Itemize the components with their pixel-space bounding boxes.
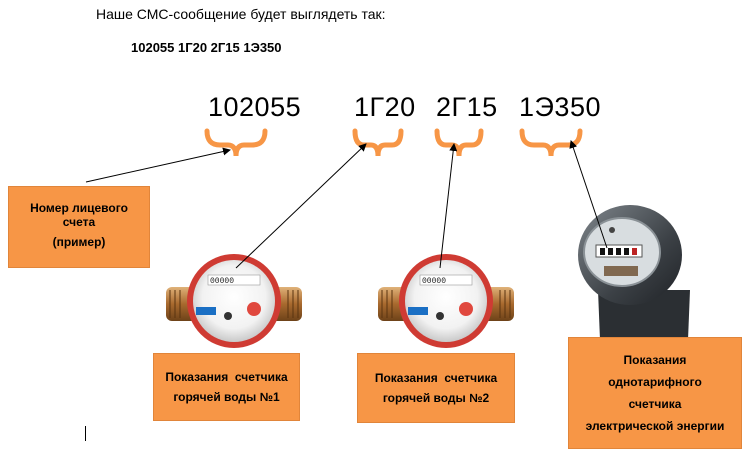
intro-text: Наше СМС-сообщение будет выглядеть так:: [96, 6, 386, 22]
code-hot-water-2: 2Г15: [436, 92, 498, 122]
label-account-example: (пример): [52, 235, 106, 249]
label-hot-water-1: Показания счетчика горячей воды №1: [153, 353, 300, 421]
code-hot-water-1: 1Г20: [354, 92, 416, 122]
brace-icon-hot-water-1: [352, 128, 404, 157]
brace-icon-electricity: [519, 128, 583, 157]
text-cursor: [85, 426, 86, 441]
sms-example: 102055 1Г20 2Г15 1Э350: [131, 40, 282, 55]
code-account: 102055: [208, 92, 302, 122]
arrow-icon-account: [85, 147, 231, 183]
brace-icon-account: [204, 128, 268, 157]
svg-text:00000: 00000: [210, 277, 234, 286]
code-electricity: 1Э350: [519, 92, 601, 122]
label-hot1-line2: горячей воды №1: [173, 390, 280, 404]
arrow-icon-hot-water-1: [235, 143, 367, 269]
label-hot-water-2: Показания счетчика горячей воды №2: [357, 353, 515, 423]
label-elec-line1: Показания: [623, 353, 687, 367]
label-account-number: Номер лицевого счета (пример): [8, 186, 150, 268]
label-elec-line2: однотарифного: [608, 375, 702, 389]
electric-meter-icon: [578, 205, 690, 340]
label-elec-line3: счетчика: [628, 397, 682, 411]
arrow-icon-hot-water-2: [439, 143, 458, 269]
arrow-icon-electricity: [569, 140, 608, 249]
water-meter-icon-1: 00000: [166, 254, 302, 348]
label-electricity: Показания однотарифного счетчика электри…: [568, 337, 742, 449]
svg-text:00000: 00000: [422, 277, 446, 286]
label-account-title: Номер лицевого счета: [30, 201, 128, 229]
water-meter-icon-2: 00000: [378, 254, 514, 348]
label-hot2-line2: горячей воды №2: [382, 391, 490, 405]
label-hot1-line1: Показания счетчика: [165, 370, 288, 384]
label-elec-line4: электрической энергии: [585, 419, 725, 433]
brace-icon-hot-water-2: [434, 128, 484, 157]
label-hot2-line1: Показания счетчика: [374, 371, 498, 385]
